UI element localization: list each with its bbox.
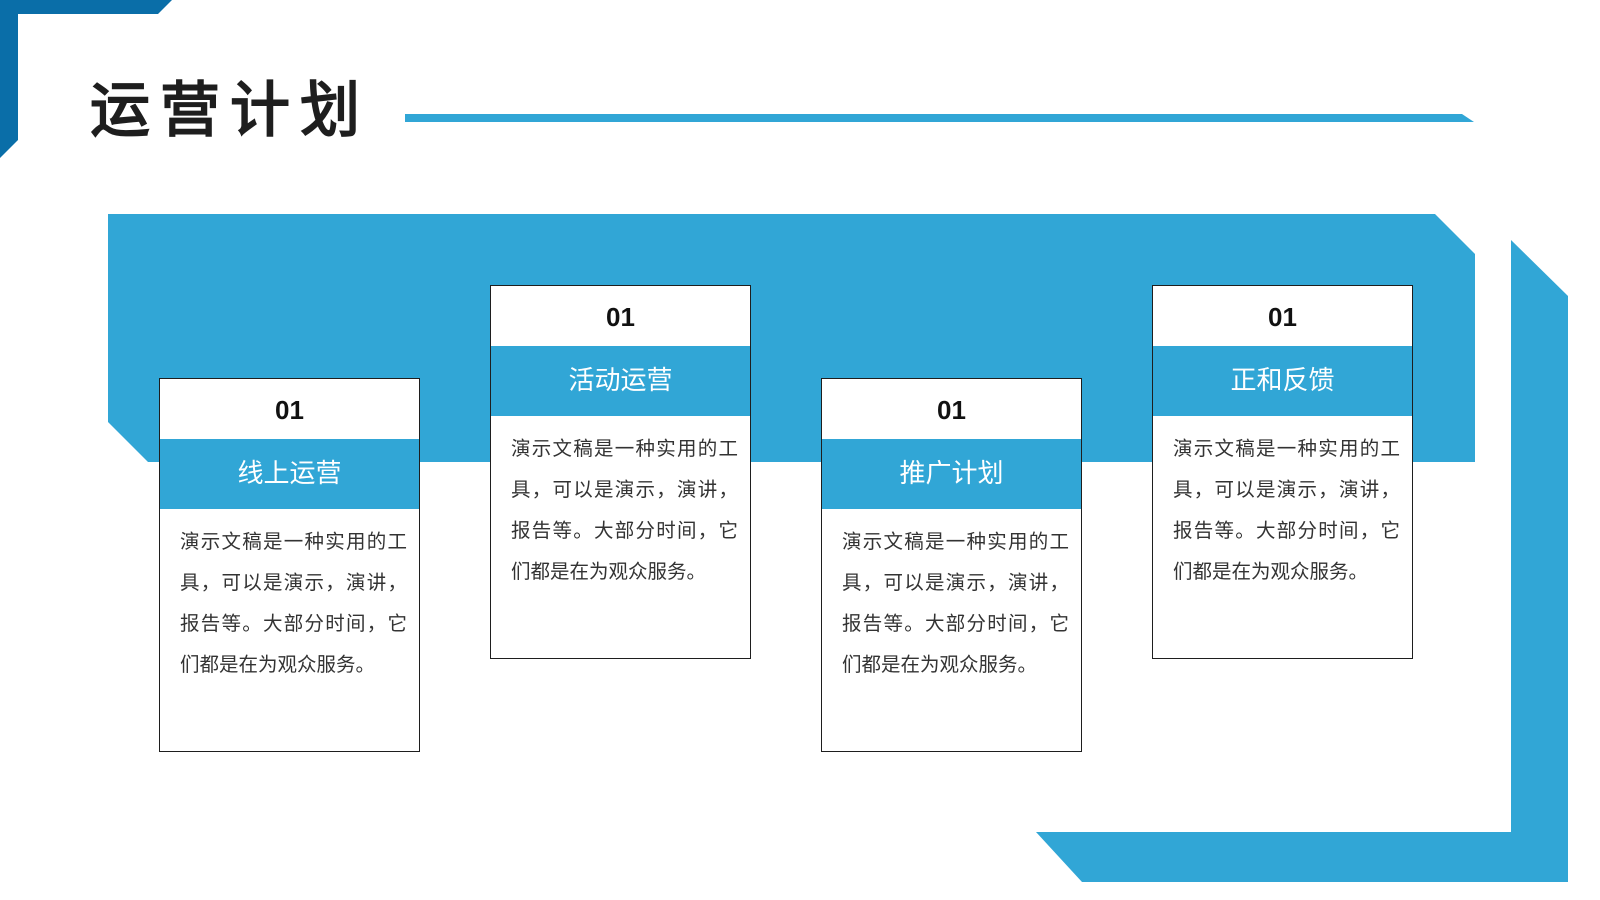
card-number: 01: [1268, 302, 1297, 332]
right-strip: [1511, 240, 1568, 882]
card-heading: 正和反馈: [1153, 346, 1412, 416]
card-heading: 推广计划: [822, 439, 1081, 509]
card-promotion-plan: 01 推广计划 演示文稿是一种实用的工具，可以是演示，演讲，报告等。大部分时间，…: [821, 378, 1082, 752]
card-online-operation: 01 线上运营 演示文稿是一种实用的工具，可以是演示，演讲，报告等。大部分时间，…: [159, 378, 420, 752]
card-heading: 线上运营: [160, 439, 419, 509]
card-number: 01: [275, 395, 304, 425]
card-text: 演示文稿是一种实用的工具，可以是演示，演讲，报告等。大部分时间，它们都是在为观众…: [511, 437, 738, 583]
card-text: 演示文稿是一种实用的工具，可以是演示，演讲，报告等。大部分时间，它们都是在为观众…: [180, 530, 407, 676]
corner-bracket-top-left: [0, 0, 172, 158]
card-text: 演示文稿是一种实用的工具，可以是演示，演讲，报告等。大部分时间，它们都是在为观众…: [1173, 437, 1400, 583]
title-underline: [405, 114, 1474, 122]
card-number: 01: [606, 302, 635, 332]
card-feedback: 01 正和反馈 演示文稿是一种实用的工具，可以是演示，演讲，报告等。大部分时间，…: [1152, 285, 1413, 659]
page-title: 运营计划: [90, 76, 370, 146]
blue-band: [108, 214, 1475, 462]
card-number: 01: [937, 395, 966, 425]
background-decoration: [0, 0, 1568, 882]
card-event-operation: 01 活动运营 演示文稿是一种实用的工具，可以是演示，演讲，报告等。大部分时间，…: [490, 285, 751, 659]
card-heading: 活动运营: [491, 346, 750, 416]
card-text: 演示文稿是一种实用的工具，可以是演示，演讲，报告等。大部分时间，它们都是在为观众…: [842, 530, 1069, 676]
bottom-bar: [1036, 832, 1568, 882]
